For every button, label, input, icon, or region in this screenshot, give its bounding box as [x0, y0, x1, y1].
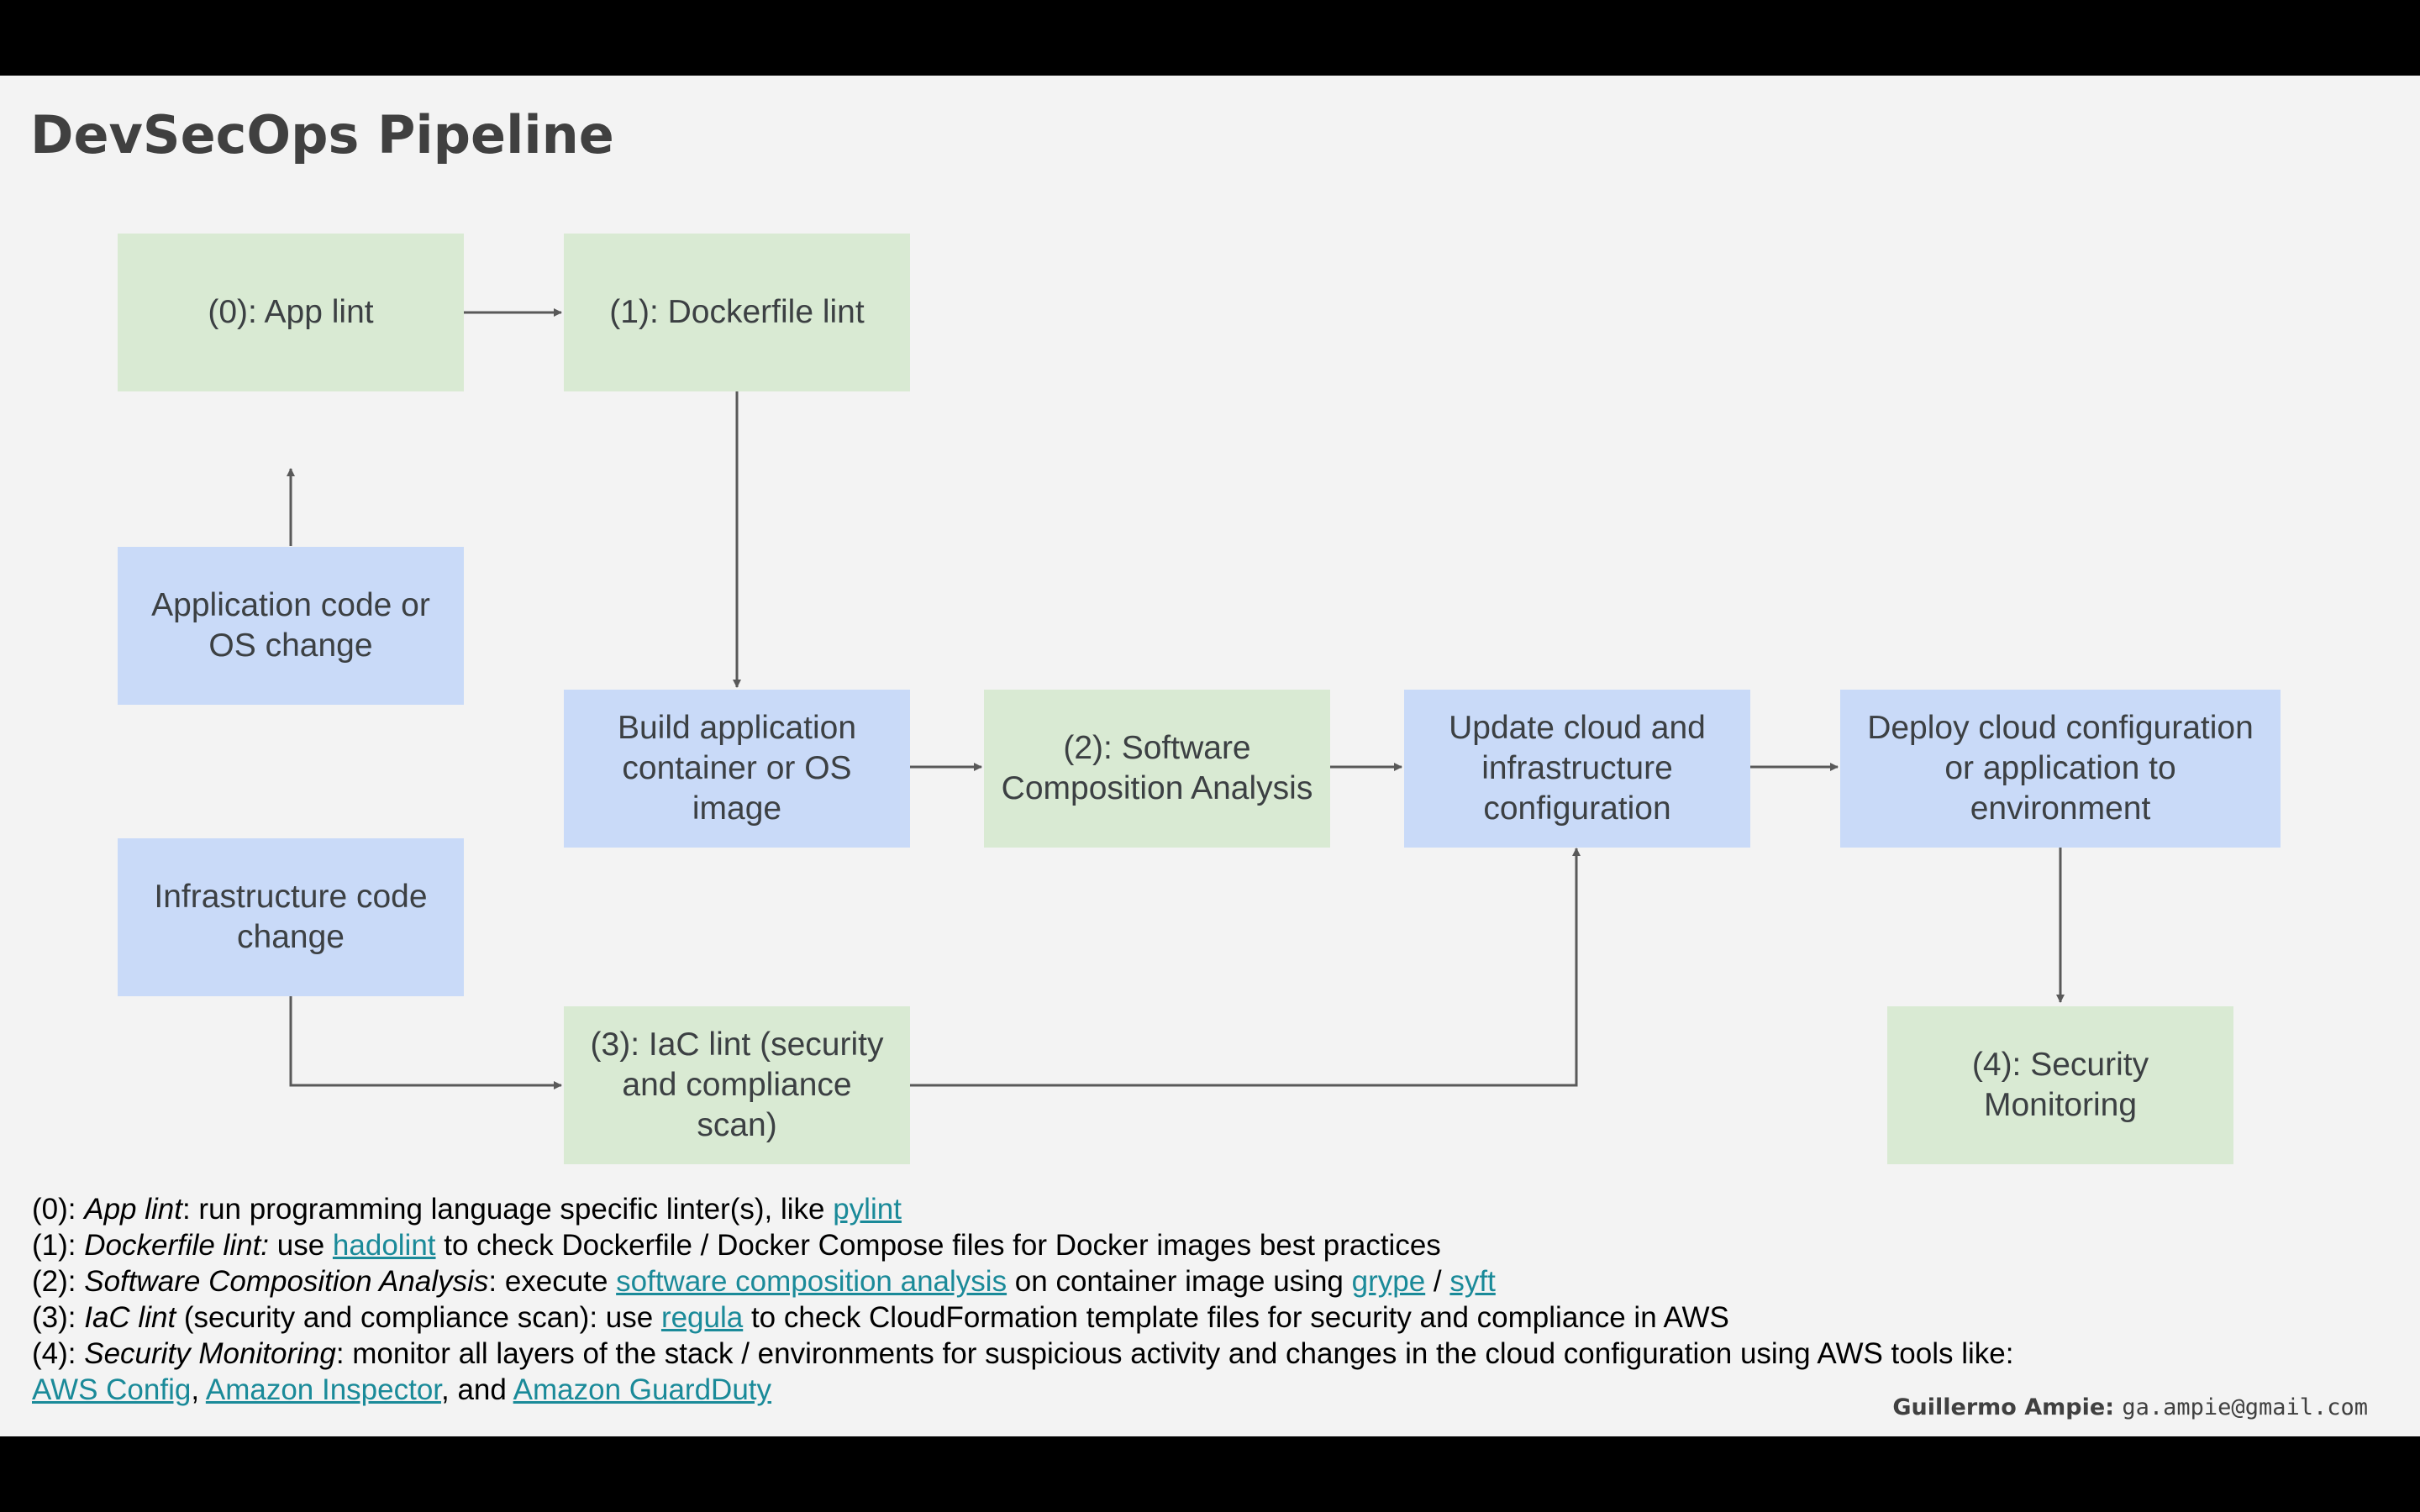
note-prefix: (4):	[32, 1337, 85, 1370]
node-security-monitoring-label: (4): Security Monitoring	[1971, 1047, 2149, 1123]
node-infra-code-change-label: Infrastructure code change	[154, 879, 428, 955]
node-security-monitoring: (4): Security Monitoring	[1887, 1006, 2233, 1164]
link-software-composition-analysis[interactable]: software composition analysis	[616, 1265, 1007, 1298]
note-separator: , and	[441, 1373, 513, 1406]
node-build-image-label: Build application container or OS image	[617, 710, 857, 827]
note-term: Security Monitoring	[84, 1337, 336, 1370]
node-app-lint-label: (0): App lint	[208, 294, 374, 330]
node-iac-lint-label: (3): IaC lint (security and compliance s…	[590, 1026, 884, 1143]
arrow-infra-change-to-iac-lint	[289, 996, 562, 1089]
notes: (0): App lint: run programming language …	[32, 1191, 2217, 1408]
node-build-image: Build application container or OS image	[564, 690, 910, 848]
link-amazon-guardduty[interactable]: Amazon GuardDuty	[513, 1373, 772, 1406]
link-hadolint[interactable]: hadolint	[332, 1229, 436, 1262]
arrow-iac-lint-to-update	[910, 848, 1581, 1087]
note-3: (3): IaC lint (security and compliance s…	[32, 1299, 2217, 1336]
note-text: /	[1425, 1265, 1450, 1298]
note-text: (security and compliance scan): use	[176, 1301, 661, 1334]
slide: DevSecOps Pipeline (0): App lint (1): Do…	[0, 76, 2420, 1436]
node-sca: (2): Software Composition Analysis	[984, 690, 1330, 848]
credit-separator: :	[2105, 1394, 2123, 1420]
note-text: use	[269, 1229, 333, 1262]
author-name: Guillermo Ampie	[1892, 1394, 2106, 1420]
link-amazon-inspector[interactable]: Amazon Inspector	[205, 1373, 442, 1406]
link-grype[interactable]: grype	[1351, 1265, 1426, 1298]
node-dockerfile-lint: (1): Dockerfile lint	[564, 234, 910, 391]
note-text: to check Dockerfile / Docker Compose fil…	[435, 1229, 1441, 1262]
note-term: Software Composition Analysis	[84, 1265, 489, 1298]
author-credit: Guillermo Ampie: ga.ampie@gmail.com	[1892, 1394, 2368, 1420]
node-update-cloud-label: Update cloud and infrastructure configur…	[1449, 710, 1706, 827]
note-text: : run programming language specific lint…	[182, 1193, 834, 1226]
link-aws-config[interactable]: AWS Config	[32, 1373, 192, 1406]
node-app-code-change: Application code or OS change	[118, 547, 464, 705]
node-deploy: Deploy cloud configuration or applicatio…	[1840, 690, 2281, 848]
note-text: on container image using	[1007, 1265, 1352, 1298]
note-prefix: (1):	[32, 1229, 85, 1262]
author-email: ga.ampie@gmail.com	[2122, 1394, 2368, 1420]
note-0: (0): App lint: run programming language …	[32, 1191, 2217, 1227]
node-infra-code-change: Infrastructure code change	[118, 838, 464, 996]
note-1: (1): Dockerfile lint: use hadolint to ch…	[32, 1227, 2217, 1263]
note-text: to check CloudFormation template files f…	[743, 1301, 1729, 1334]
note-prefix: (0):	[32, 1193, 85, 1226]
note-4-links: AWS Config, Amazon Inspector, and Amazon…	[32, 1372, 2217, 1408]
note-term: Dockerfile lint:	[84, 1229, 270, 1262]
node-app-lint: (0): App lint	[118, 234, 464, 391]
page-title: DevSecOps Pipeline	[30, 104, 614, 165]
node-deploy-label: Deploy cloud configuration or applicatio…	[1867, 710, 2254, 827]
node-iac-lint: (3): IaC lint (security and compliance s…	[564, 1006, 910, 1164]
node-sca-label: (2): Software Composition Analysis	[1001, 730, 1313, 806]
note-term: IaC lint	[84, 1301, 176, 1334]
note-2: (2): Software Composition Analysis: exec…	[32, 1263, 2217, 1299]
note-prefix: (3):	[32, 1301, 85, 1334]
diagram-connectors	[287, 308, 2065, 1089]
node-app-code-change-label: Application code or OS change	[151, 587, 430, 664]
note-prefix: (2):	[32, 1265, 85, 1298]
node-dockerfile-lint-label: (1): Dockerfile lint	[609, 294, 865, 330]
note-4: (4): Security Monitoring: monitor all la…	[32, 1336, 2217, 1372]
node-update-cloud: Update cloud and infrastructure configur…	[1404, 690, 1750, 848]
link-pylint[interactable]: pylint	[833, 1193, 902, 1226]
note-term: App lint	[84, 1193, 182, 1226]
link-syft[interactable]: syft	[1449, 1265, 1496, 1298]
note-text: : monitor all layers of the stack / envi…	[335, 1337, 2014, 1370]
link-regula[interactable]: regula	[660, 1301, 744, 1334]
note-separator: ,	[191, 1373, 206, 1406]
note-text: : execute	[488, 1265, 617, 1298]
